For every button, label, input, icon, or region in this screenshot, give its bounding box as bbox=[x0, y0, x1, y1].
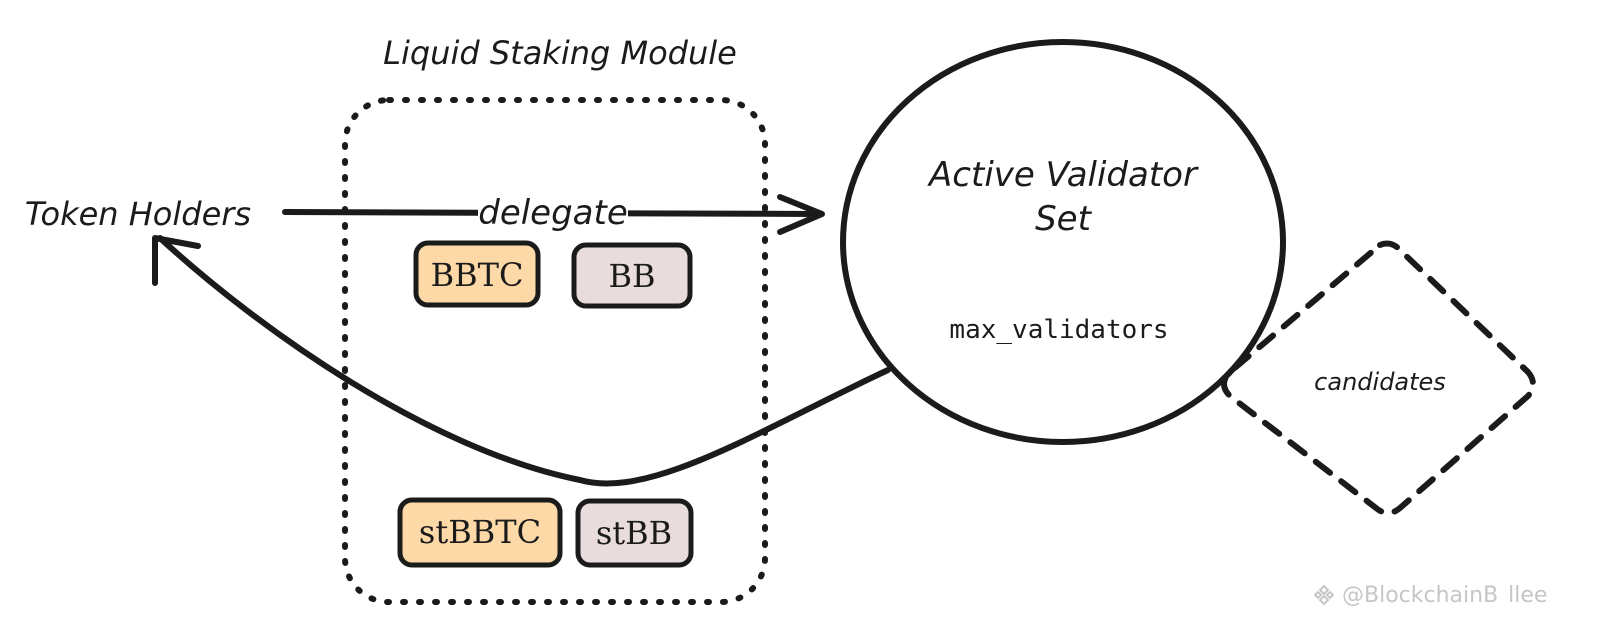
validator-set-circle bbox=[840, 39, 1286, 445]
return-arrow bbox=[157, 235, 891, 487]
validator-set-title-line1: Active Validator bbox=[927, 155, 1199, 195]
max-validators-label: max_validators bbox=[949, 315, 1168, 345]
watermark: @BlockchainB llee bbox=[1312, 580, 1547, 610]
delegate-label-bg bbox=[478, 196, 628, 226]
token-bb-label: BB bbox=[608, 257, 655, 295]
watermark-suffix: llee bbox=[1508, 582, 1548, 608]
token-stbbtc-box bbox=[397, 497, 563, 568]
delegate-arrowhead bbox=[777, 194, 825, 235]
token-stbbtc: stBBTC bbox=[397, 497, 563, 568]
module-title: Liquid Staking Module bbox=[383, 34, 737, 72]
delegate-label: delegate bbox=[478, 193, 628, 233]
token-stbbtc-label: stBBTC bbox=[419, 513, 541, 551]
token-bbtc-box bbox=[413, 240, 541, 308]
token-stbb-label: stBB bbox=[596, 514, 672, 552]
token-bb: BB bbox=[571, 242, 693, 309]
binance-logo-icon bbox=[1313, 584, 1335, 606]
validator-set-title-line2: Set bbox=[1035, 199, 1093, 239]
module-container bbox=[342, 97, 768, 605]
token-holders-label: Token Holders bbox=[25, 195, 251, 233]
candidates-diamond bbox=[1221, 240, 1536, 516]
token-bbtc-label: BBTC bbox=[431, 256, 524, 294]
candidates-label: candidates bbox=[1314, 368, 1446, 396]
token-stbb: stBB bbox=[575, 498, 694, 568]
watermark-text: @BlockchainB bbox=[1342, 582, 1499, 608]
token-stbb-box bbox=[575, 498, 694, 568]
token-bbtc: BBTC bbox=[413, 240, 541, 308]
token-bb-box bbox=[571, 242, 693, 309]
return-arrowhead bbox=[152, 235, 201, 286]
